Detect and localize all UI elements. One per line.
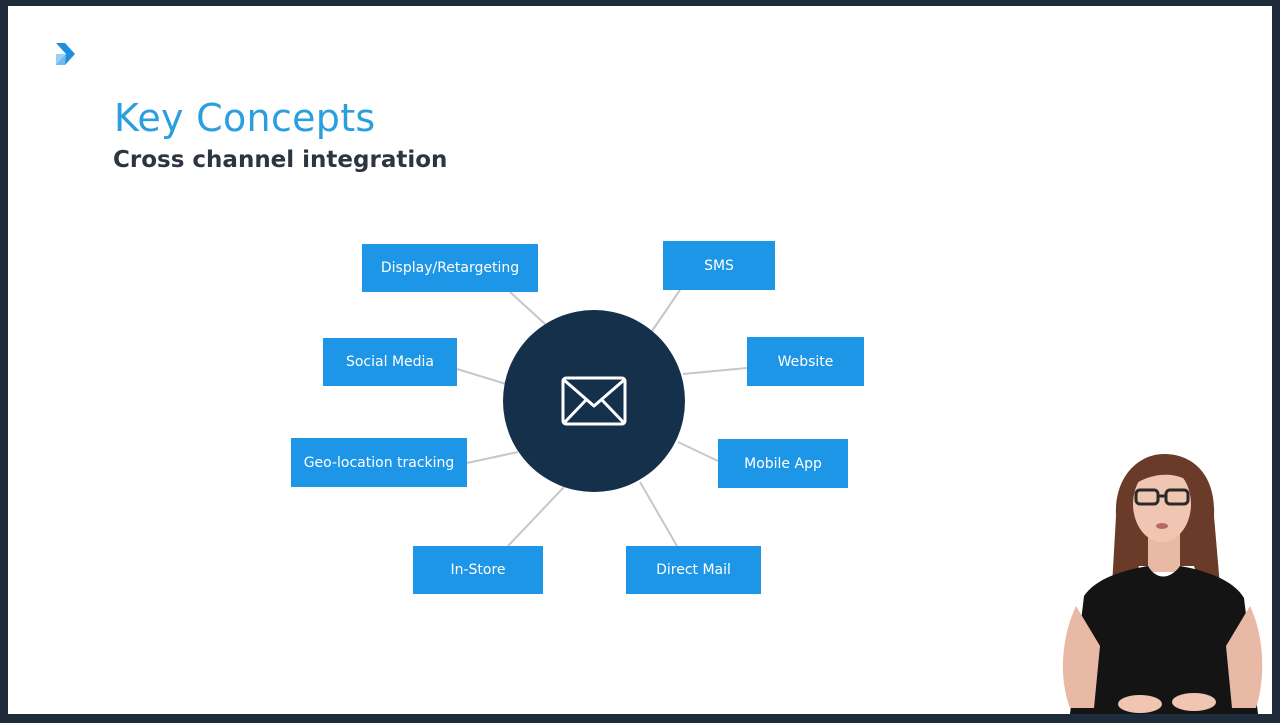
connector-display bbox=[509, 291, 546, 325]
node-label: Mobile App bbox=[744, 455, 822, 472]
slide: Key Concepts Cross channel integration bbox=[8, 6, 1272, 714]
node-label: Social Media bbox=[345, 354, 434, 370]
connector-instore bbox=[507, 486, 565, 547]
connector-sms bbox=[649, 289, 681, 335]
presenter-video bbox=[1062, 454, 1263, 714]
connector-social bbox=[456, 368, 507, 385]
slide-title: Key Concepts bbox=[114, 96, 376, 140]
channel-diagram: Display/Retargeting SMS Social Media Web… bbox=[8, 6, 1272, 714]
connector-lines bbox=[456, 289, 748, 547]
node-geo-location-tracking: Geo-location tracking bbox=[291, 438, 467, 487]
node-sms: SMS bbox=[663, 241, 775, 290]
node-label: Website bbox=[777, 353, 834, 370]
node-website: Website bbox=[747, 337, 864, 386]
node-label: SMS bbox=[704, 257, 734, 274]
email-hub bbox=[503, 310, 685, 492]
connector-mail bbox=[639, 481, 678, 547]
node-mobile-app: Mobile App bbox=[718, 439, 848, 488]
node-label: Display/Retargeting bbox=[380, 260, 520, 276]
brand-logo bbox=[56, 43, 75, 65]
node-social-media: Social Media bbox=[323, 338, 457, 386]
envelope-icon bbox=[561, 376, 627, 426]
node-in-store: In-Store bbox=[413, 546, 543, 594]
node-label: Direct Mail bbox=[656, 562, 731, 578]
node-label: Geo-location tracking bbox=[303, 454, 455, 471]
node-display-retargeting: Display/Retargeting bbox=[362, 244, 538, 292]
slide-subtitle: Cross channel integration bbox=[113, 147, 448, 173]
connector-mobile bbox=[677, 441, 719, 462]
node-direct-mail: Direct Mail bbox=[626, 546, 761, 594]
node-label: In-Store bbox=[450, 562, 506, 578]
connector-website bbox=[682, 367, 748, 375]
connector-geo bbox=[466, 451, 519, 464]
